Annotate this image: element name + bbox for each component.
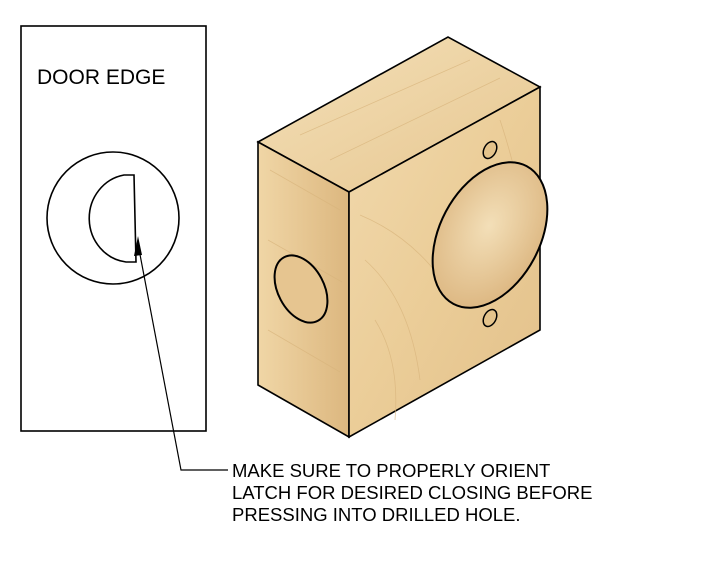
- block-screw-hole-top: [482, 140, 498, 160]
- door-edge-panel: [20, 25, 207, 432]
- block-side-hole: [273, 254, 329, 324]
- callout-line-3: PRESSING INTO DRILLED HOLE.: [232, 504, 521, 525]
- block-screw-hole-bottom: [482, 308, 498, 328]
- block-latch-bore: [431, 161, 549, 309]
- latch-d-shape: [88, 174, 137, 263]
- leader-arrowhead: [134, 236, 142, 256]
- door-edge-label: DOOR EDGE: [37, 66, 165, 89]
- callout-line-2: LATCH FOR DESIRED CLOSING BEFORE: [232, 482, 592, 503]
- door-bore-hole: [46, 151, 180, 285]
- callout-leader-line: [137, 243, 228, 471]
- callout-line-1: MAKE SURE TO PROPERLY ORIENT: [232, 460, 550, 481]
